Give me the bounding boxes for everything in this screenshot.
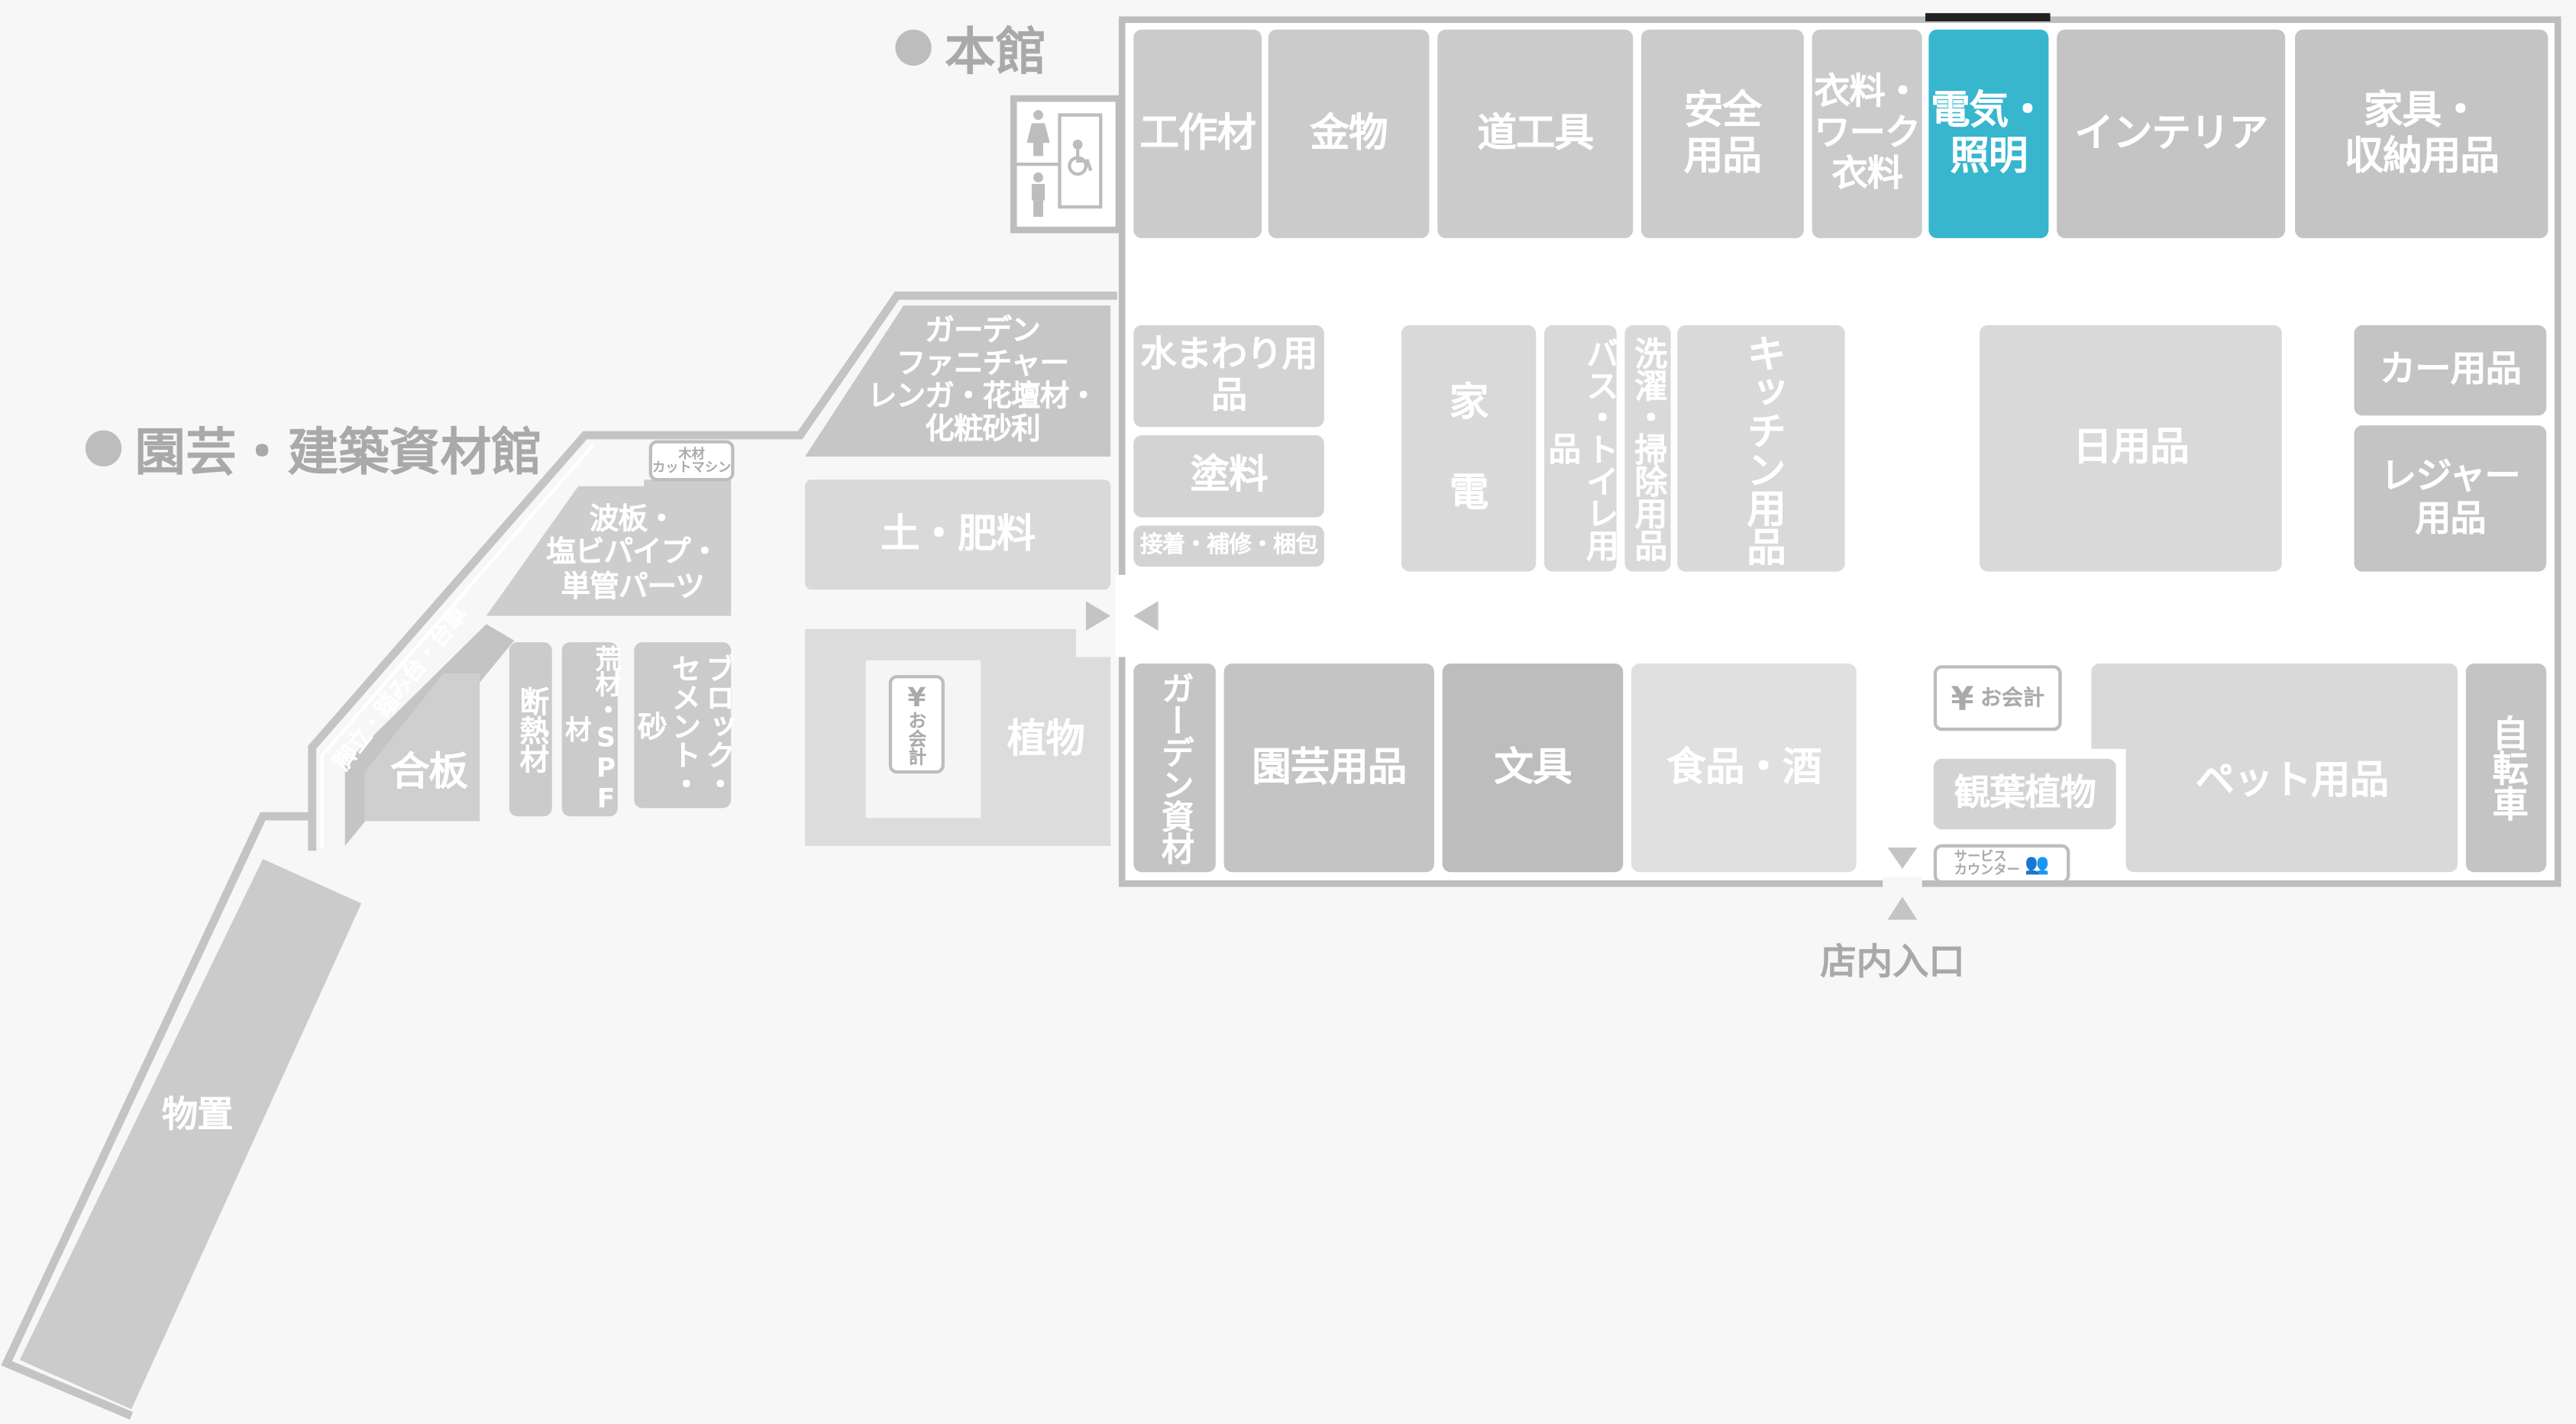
- zone-furniture-storage[interactable]: 家具・ 収納用品: [2295, 29, 2549, 238]
- main-building-label: 本館: [895, 10, 1046, 84]
- zone-electric-lighting[interactable]: 電気・ 照明: [1928, 29, 2049, 238]
- marker-dot-icon: [85, 429, 122, 466]
- zone-foliage[interactable]: 観葉植物: [1933, 758, 2116, 830]
- zone-tools-material[interactable]: 工作材: [1133, 29, 1262, 238]
- female-restroom-icon: [1026, 110, 1050, 157]
- zone-paint[interactable]: 塗料: [1133, 435, 1324, 518]
- zone-food[interactable]: 食品・酒: [1631, 664, 1857, 873]
- zone-pet[interactable]: ペット用品: [2125, 689, 2458, 873]
- zone-gardening[interactable]: 園芸用品: [1223, 664, 1434, 873]
- zone-car[interactable]: カー用品: [2354, 325, 2547, 416]
- plywood-label[interactable]: 合板: [389, 748, 468, 795]
- zone-kitchen[interactable]: キッチン用品: [1677, 325, 1845, 572]
- garden-checkout-counter[interactable]: ¥お会計: [888, 675, 945, 774]
- entrance-gap: [1883, 877, 1922, 890]
- service-staff-icon: 👥: [2025, 852, 2050, 876]
- soil-label[interactable]: 土・肥料: [880, 511, 1036, 557]
- zone-laundry[interactable]: 洗濯・掃除用品: [1624, 325, 1671, 572]
- garden-hall-wall-inner: [320, 444, 595, 848]
- zone-clothing[interactable]: 衣料・ ワーク 衣料: [1812, 29, 1922, 238]
- zone-garden-furniture: [805, 305, 1111, 457]
- zone-bath[interactable]: バス・トイレ用品: [1543, 325, 1620, 572]
- zone-insulation[interactable]: 断熱材: [509, 642, 552, 817]
- plants-label[interactable]: 植物: [1007, 715, 1085, 762]
- garden-checkout-label: お会計: [906, 710, 928, 765]
- west-door-gap: [1115, 574, 1129, 657]
- zone-safety[interactable]: 安全 用品: [1640, 29, 1804, 238]
- arrow-left-icon: [1133, 601, 1159, 631]
- checkout-counter[interactable]: ¥お会計: [1933, 665, 2062, 731]
- garden-building-name: 園芸・建築資材館: [134, 423, 542, 483]
- zone-adhesive[interactable]: 接着・補修・梱包: [1133, 525, 1324, 567]
- arrow-right-icon: [1085, 601, 1111, 631]
- wheelchair-restroom-icon: [1068, 139, 1093, 176]
- zone-block[interactable]: ブロック・ セメント・砂: [633, 642, 735, 809]
- arrow-up-icon: [1887, 896, 1918, 920]
- male-restroom-icon: [1031, 172, 1046, 217]
- zone-water[interactable]: 水まわり用品: [1133, 325, 1324, 428]
- garden-hall-wall: [308, 291, 1117, 851]
- garden-hall-wall-lower: [1, 812, 312, 1420]
- zone-corrugated: [486, 480, 732, 616]
- zone-interior[interactable]: インテリア: [2057, 29, 2286, 238]
- zone-bicycle[interactable]: 自転車: [2465, 664, 2547, 873]
- wood-cut-machine[interactable]: 木材 カットマシン: [648, 440, 735, 482]
- storage-label[interactable]: 物置: [161, 1095, 234, 1136]
- entrance-label: 店内入口: [1820, 933, 1964, 986]
- zone-plywood: [364, 673, 480, 822]
- yen-icon: ¥: [907, 680, 926, 712]
- main-wall-marker: [1925, 13, 2051, 21]
- zone-leisure[interactable]: レジャー 用品: [2354, 425, 2547, 572]
- main-building-name: 本館: [944, 23, 1047, 82]
- zone-appliance[interactable]: 家 電: [1401, 325, 1537, 572]
- service-counter[interactable]: サービス カウンター👥: [1933, 844, 2070, 884]
- zone-soil: [805, 480, 1111, 590]
- wheelchair-restroom: [1058, 113, 1103, 209]
- garden-furniture-label[interactable]: ガーデン ファニチャー レンガ・花壇材・ 化粧砂利: [867, 313, 1098, 447]
- yen-icon: ¥: [1951, 678, 1974, 718]
- arrow-down-icon: [1887, 847, 1918, 869]
- zone-stationery[interactable]: 文具: [1442, 664, 1624, 873]
- zone-garden-material[interactable]: ガーデン資材: [1133, 664, 1216, 873]
- zone-daily[interactable]: 日用品: [1980, 325, 2282, 572]
- corrugated-label[interactable]: 波板・ 塩ビパイプ・ 単管パーツ: [546, 502, 719, 604]
- marker-dot-icon: [895, 28, 932, 65]
- zone-hardware[interactable]: 金物: [1268, 29, 1430, 238]
- zone-lumber[interactable]: 荒材・SPF材: [561, 642, 622, 817]
- service-label: サービス カウンター: [1954, 849, 2020, 877]
- checkout-label: お会計: [1980, 686, 2044, 711]
- zone-storage: [19, 859, 362, 1409]
- garden-building-label: 園芸・建築資材館: [85, 411, 542, 485]
- entrance-text: 店内入口: [1820, 942, 1965, 984]
- zone-tools[interactable]: 道工具: [1437, 29, 1634, 238]
